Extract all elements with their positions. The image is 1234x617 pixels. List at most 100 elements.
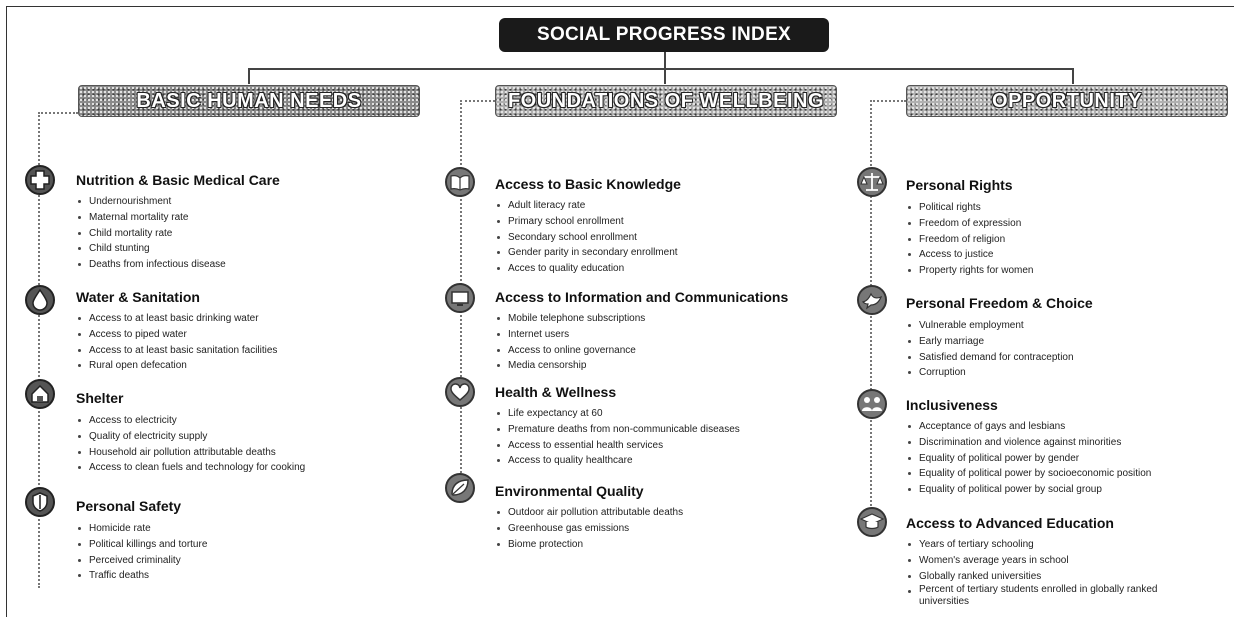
indicator-list: Acceptance of gays and lesbians Discrimi… — [906, 419, 1151, 498]
indicator-item: Political rights — [906, 200, 1034, 216]
bus-drop-center — [664, 68, 666, 84]
pillar-opportunity: OPPORTUNITY — [906, 85, 1228, 117]
indicator-item: Equality of political power by socioecon… — [906, 466, 1151, 482]
indicator-item: Acceptance of gays and lesbians — [906, 419, 1151, 435]
indicator-list: Adult literacy rate Primary school enrol… — [495, 198, 678, 277]
bus-drop-left — [248, 68, 250, 84]
indicator-item: Rural open defecation — [76, 358, 277, 374]
leaf-icon — [444, 472, 476, 504]
indicator-item: Child stunting — [76, 241, 226, 257]
indicator-item: Child mortality rate — [76, 226, 226, 242]
indicator-item: Premature deaths from non-communicable d… — [495, 422, 740, 438]
indicator-list: Access to at least basic drinking water … — [76, 311, 277, 374]
component-title: Personal Freedom & Choice — [906, 295, 1093, 311]
indicator-item: Undernourishment — [76, 194, 226, 210]
frame-left-border — [6, 6, 7, 617]
indicator-item: Freedom of expression — [906, 216, 1034, 232]
guide-line-col1 — [38, 112, 40, 588]
indicator-list: Life expectancy at 60 Premature deaths f… — [495, 406, 740, 469]
indicator-item: Satisfied demand for contraception — [906, 350, 1074, 366]
indicator-item: Access to essential health services — [495, 438, 740, 454]
indicator-list: Undernourishment Maternal mortality rate… — [76, 194, 226, 273]
component-title: Health & Wellness — [495, 384, 617, 400]
component-title: Nutrition & Basic Medical Care — [76, 172, 280, 188]
indicator-item: Acces to quality education — [495, 261, 678, 277]
indicator-item: Access to at least basic sanitation faci… — [76, 343, 277, 359]
indicator-item: Access to at least basic drinking water — [76, 311, 277, 327]
scales-icon — [856, 166, 888, 198]
heart-icon — [444, 376, 476, 408]
shield-icon — [24, 486, 56, 518]
screen-icon — [444, 282, 476, 314]
component-title: Access to Information and Communications — [495, 289, 789, 305]
people-icon — [856, 388, 888, 420]
indicator-item: Internet users — [495, 327, 645, 343]
water-drop-icon — [24, 284, 56, 316]
pillar-basic-human-needs: BASIC HUMAN NEEDS — [78, 85, 420, 117]
indicator-list: Political rights Freedom of expression F… — [906, 200, 1034, 279]
title-stem — [664, 52, 666, 69]
indicator-item: Access to justice — [906, 247, 1034, 263]
frame-top-border — [6, 6, 1234, 7]
indicator-item: Access to online governance — [495, 343, 645, 359]
medical-cross-icon — [24, 164, 56, 196]
indicator-item: Household air pollution attributable dea… — [76, 445, 305, 461]
indicator-item: Secondary school enrollment — [495, 230, 678, 246]
component-title: Personal Safety — [76, 498, 182, 514]
indicator-item: Freedom of religion — [906, 232, 1034, 248]
indicator-list: Outdoor air pollution attributable death… — [495, 505, 683, 552]
pillar-bus — [248, 68, 1074, 70]
indicator-item: Homicide rate — [76, 521, 207, 537]
component-title: Access to Basic Knowledge — [495, 176, 681, 192]
indicator-item: Globally ranked universities — [906, 569, 1159, 585]
indicator-item: Property rights for women — [906, 263, 1034, 279]
indicator-item: Maternal mortality rate — [76, 210, 226, 226]
indicator-item: Deaths from infectious disease — [76, 257, 226, 273]
indicator-item: Adult literacy rate — [495, 198, 678, 214]
component-title: Environmental Quality — [495, 483, 644, 499]
pillar-foundations-of-wellbeing: FOUNDATIONS OF WELLBEING — [495, 85, 837, 117]
guide-line-col1 — [38, 112, 78, 114]
indicator-item: Primary school enrollment — [495, 214, 678, 230]
indicator-item: Corruption — [906, 365, 1074, 381]
component-title: Access to Advanced Education — [906, 515, 1114, 531]
component-title: Water & Sanitation — [76, 289, 200, 305]
indicator-list: Vulnerable employment Early marriage Sat… — [906, 318, 1074, 381]
component-title: Shelter — [76, 390, 124, 406]
indicator-item: Gender parity in secondary enrollment — [495, 245, 678, 261]
dove-icon — [856, 284, 888, 316]
indicator-item: Vulnerable employment — [906, 318, 1074, 334]
guide-line-col3 — [870, 100, 872, 530]
indicator-item: Women's average years in school — [906, 553, 1159, 569]
indicator-item: Access to quality healthcare — [495, 453, 740, 469]
component-title: Inclusiveness — [906, 397, 998, 413]
bus-drop-right — [1072, 68, 1074, 84]
main-title: SOCIAL PROGRESS INDEX — [499, 18, 829, 52]
indicator-item: Access to clean fuels and technology for… — [76, 460, 305, 476]
indicator-item: Years of tertiary schooling — [906, 537, 1159, 553]
indicator-item: Quality of electricity supply — [76, 429, 305, 445]
indicator-list: Access to electricity Quality of electri… — [76, 413, 305, 476]
indicator-item: Political killings and torture — [76, 537, 207, 553]
component-title: Personal Rights — [906, 177, 1013, 193]
house-icon — [24, 378, 56, 410]
guide-line-col2 — [460, 100, 495, 102]
indicator-item: Outdoor air pollution attributable death… — [495, 505, 683, 521]
indicator-list: Mobile telephone subscriptions Internet … — [495, 311, 645, 374]
indicator-item: Discrimination and violence against mino… — [906, 435, 1151, 451]
indicator-item: Perceived criminality — [76, 553, 207, 569]
indicator-item: Mobile telephone subscriptions — [495, 311, 645, 327]
guide-line-col3 — [870, 100, 906, 102]
book-icon — [444, 166, 476, 198]
graduation-cap-icon — [856, 506, 888, 538]
indicator-list: Years of tertiary schooling Women's aver… — [906, 537, 1159, 608]
indicator-item: Percent of tertiary students enrolled in… — [906, 584, 1159, 608]
indicator-item: Access to piped water — [76, 327, 277, 343]
indicator-item: Equality of political power by gender — [906, 451, 1151, 467]
indicator-item: Biome protection — [495, 537, 683, 553]
indicator-item: Access to electricity — [76, 413, 305, 429]
indicator-item: Greenhouse gas emissions — [495, 521, 683, 537]
indicator-item: Life expectancy at 60 — [495, 406, 740, 422]
indicator-list: Homicide rate Political killings and tor… — [76, 521, 207, 584]
indicator-item: Traffic deaths — [76, 568, 207, 584]
